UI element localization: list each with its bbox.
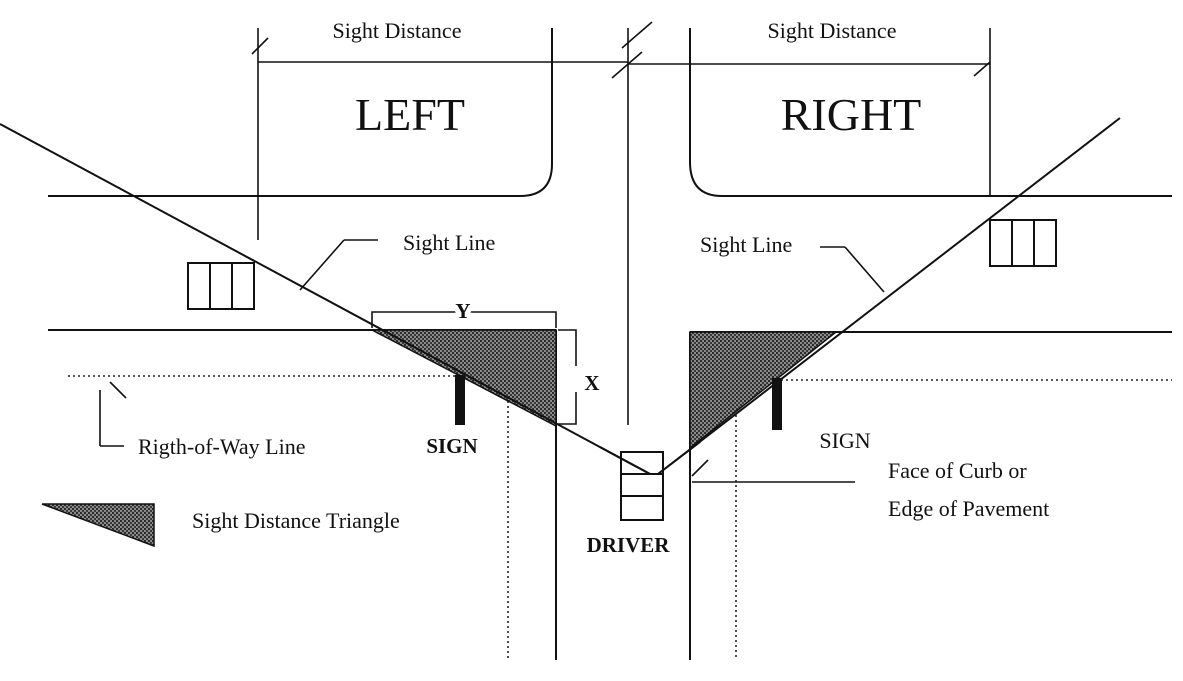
- right-label: RIGHT: [781, 89, 922, 140]
- driver-label: DRIVER: [587, 533, 671, 557]
- driver-vehicle: [620, 451, 664, 521]
- legend: Sight Distance Triangle: [41, 503, 400, 548]
- dimension-x: X: [558, 329, 602, 425]
- vehicle-right: [989, 219, 1057, 267]
- sight-line-callout-right: Sight Line: [700, 232, 885, 293]
- center-tick-lower: [611, 51, 643, 79]
- approach-road: [48, 329, 1172, 660]
- legend-label: Sight Distance Triangle: [192, 508, 400, 533]
- sight-line-label-right: Sight Line: [700, 232, 792, 257]
- sight-distance-label-left: Sight Distance: [333, 18, 462, 43]
- sight-distance-label-right: Sight Distance: [768, 18, 897, 43]
- sign-label-right: SIGN: [819, 428, 870, 453]
- sight-distance-dimension-right: Sight Distance: [628, 18, 991, 196]
- sight-distance-dimension-left: Sight Distance: [251, 18, 628, 240]
- right-of-way-callout: Rigth-of-Way Line: [99, 381, 305, 459]
- sight-line-left: [0, 123, 651, 475]
- sight-line-callout-left: Sight Line: [299, 230, 495, 291]
- left-label: LEFT: [355, 89, 465, 140]
- vehicle-left: [187, 262, 255, 310]
- dimension-y: Y Y: [371, 294, 557, 328]
- sign-label-left: SIGN: [426, 434, 477, 458]
- dimension-y-label: Y: [455, 299, 470, 323]
- dimension-x-label: X: [584, 371, 599, 395]
- sign-post-left: [455, 375, 465, 425]
- right-of-way-label: Rigth-of-Way Line: [138, 434, 305, 459]
- sight-line-right: [657, 117, 1121, 475]
- sight-line-right-end: [657, 441, 701, 475]
- curb-label-line2: Edge of Pavement: [888, 496, 1049, 521]
- sign-post-right: [772, 378, 782, 430]
- curb-label-line1: Face of Curb or: [888, 458, 1027, 483]
- curb-callout: Face of Curb or Edge of Pavement: [691, 458, 1049, 521]
- sight-triangle-right: [689, 331, 839, 450]
- sight-line-left-end: [599, 446, 651, 475]
- right-of-way-lines: [68, 375, 1172, 660]
- legend-triangle-swatch: [41, 503, 155, 548]
- center-tick-upper: [621, 21, 653, 49]
- cross-street: [48, 28, 1172, 425]
- sight-line-label-left: Sight Line: [403, 230, 495, 255]
